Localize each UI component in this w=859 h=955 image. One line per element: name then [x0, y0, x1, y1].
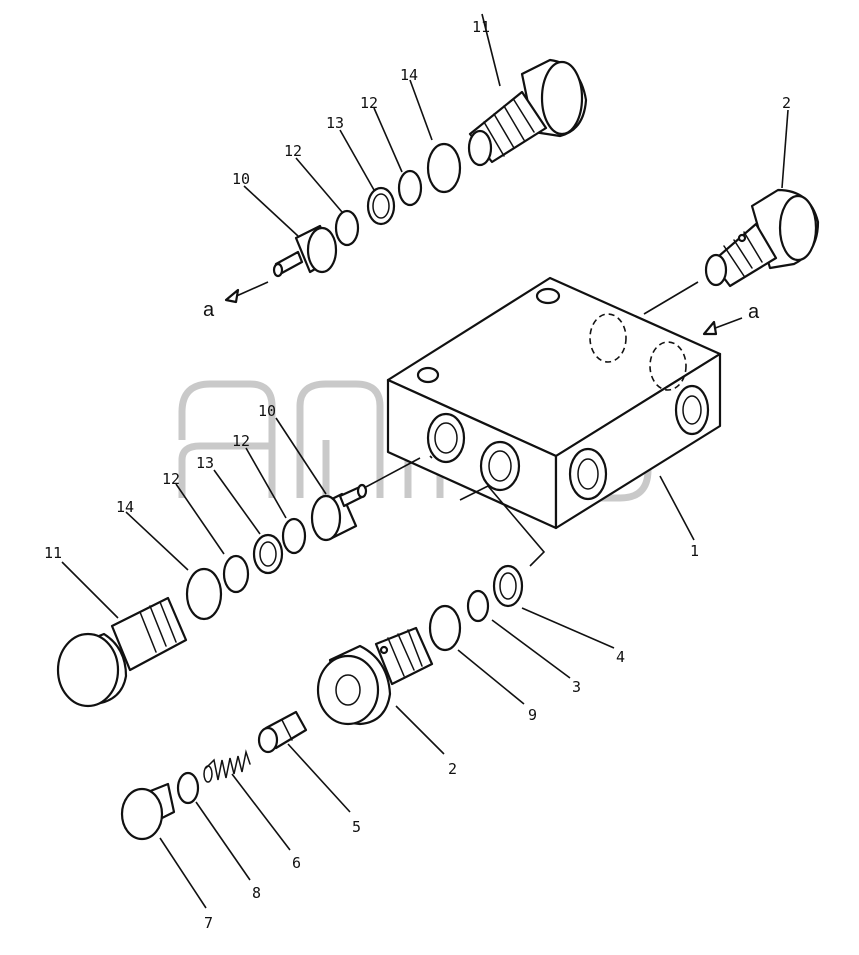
callout-5: 5 — [352, 818, 361, 836]
callout-12-mid-a: 12 — [162, 470, 180, 488]
part-9 — [428, 604, 462, 652]
part-13-mid — [252, 533, 284, 575]
callout-11-bottom: 11 — [44, 544, 62, 562]
callout-9: 9 — [528, 706, 537, 724]
callout-12-top-b: 12 — [360, 94, 378, 112]
part-5 — [257, 710, 308, 754]
part-11-bottom — [56, 596, 188, 708]
part-10-mid — [310, 483, 368, 542]
callout-6: 6 — [292, 854, 301, 872]
part-12-top — [334, 169, 423, 247]
callout-14-mid: 14 — [116, 498, 134, 516]
part-2-bottom — [316, 626, 434, 726]
part-3 — [466, 589, 490, 623]
part-14-top — [426, 142, 462, 194]
view-label-right: a — [748, 301, 760, 323]
callout-2-bottom: 2 — [448, 760, 457, 778]
callout-13-mid: 13 — [196, 454, 214, 472]
valve-body — [386, 276, 722, 530]
part-10-top — [272, 224, 338, 278]
callout-8: 8 — [252, 884, 261, 902]
part-13-top — [366, 186, 396, 226]
part-11-top — [467, 58, 588, 167]
callout-2-top: 2 — [782, 94, 791, 112]
callout-10-mid: 10 — [258, 402, 276, 420]
leader-lines — [61, 13, 789, 909]
part-2-top — [704, 188, 820, 288]
callout-14-top: 14 — [400, 66, 418, 84]
callout-3: 3 — [572, 678, 581, 696]
callout-13-top: 13 — [326, 114, 344, 132]
callout-12-mid-b: 12 — [232, 432, 250, 450]
part-8 — [176, 771, 200, 805]
part-14-mid — [185, 567, 223, 621]
callout-1: 1 — [690, 542, 699, 560]
callout-4: 4 — [616, 648, 625, 666]
callout-7: 7 — [204, 914, 213, 932]
callout-12-top-a: 12 — [284, 142, 302, 160]
view-arrow-right: a — [702, 301, 760, 336]
callout-11-top: 11 — [472, 18, 490, 36]
callout-numbers: 11 2 14 12 13 12 10 10 12 13 12 14 11 1 … — [44, 18, 791, 932]
part-6 — [203, 749, 251, 783]
callout-10-top: 10 — [232, 170, 250, 188]
part-4 — [492, 564, 524, 608]
view-arrow-left: a — [203, 281, 269, 321]
part-12-mid — [222, 517, 307, 594]
view-label-left: a — [203, 299, 215, 321]
part-7 — [120, 782, 176, 841]
